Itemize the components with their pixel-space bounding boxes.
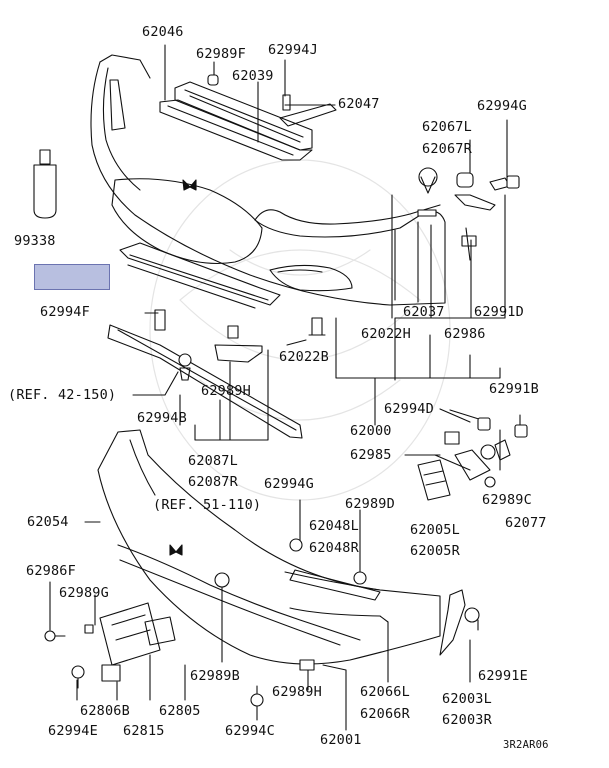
part-62005l: 62005L bbox=[410, 522, 460, 538]
part-62039: 62039 bbox=[232, 68, 274, 84]
part-62067l: 62067L bbox=[422, 119, 472, 135]
part-62022h: 62022H bbox=[361, 326, 411, 342]
part-62001: 62001 bbox=[320, 732, 362, 748]
part-62066r: 62066R bbox=[360, 706, 410, 722]
part-62815: 62815 bbox=[123, 723, 165, 739]
part-62994c: 62994C bbox=[225, 723, 275, 739]
part-62994d: 62994D bbox=[384, 401, 434, 417]
part-62022b: 62022B bbox=[279, 349, 329, 365]
hardware-bottom bbox=[44, 538, 480, 707]
leaders-bottom bbox=[49, 521, 479, 731]
part-62986f: 62986F bbox=[26, 563, 76, 579]
upper-cover-strip bbox=[279, 103, 337, 127]
diagram-code: 3R2AR06 bbox=[503, 739, 549, 751]
part-62047: 62047 bbox=[338, 96, 380, 112]
lower-side-bracket bbox=[439, 589, 466, 656]
part-62986: 62986 bbox=[444, 326, 486, 342]
part-62994b: 62994B bbox=[137, 410, 187, 426]
part-62077: 62077 bbox=[505, 515, 547, 531]
part-62991b: 62991B bbox=[489, 381, 539, 397]
part-62048l: 62048L bbox=[309, 518, 359, 534]
part-62989c: 62989C bbox=[482, 492, 532, 508]
ref-51-110: (REF. 51-110) bbox=[153, 497, 262, 513]
part-62994f: 62994F bbox=[40, 304, 90, 320]
part-62046: 62046 bbox=[142, 24, 184, 40]
part-62989b: 62989B bbox=[190, 668, 240, 684]
part-62985: 62985 bbox=[350, 447, 392, 463]
part-62087r: 62087R bbox=[188, 474, 238, 490]
highlighted-part-marker[interactable] bbox=[34, 264, 110, 290]
lower-bumper-cover bbox=[97, 429, 441, 665]
part-62066l: 62066L bbox=[360, 684, 410, 700]
part-62805: 62805 bbox=[159, 703, 201, 719]
leaders-top bbox=[164, 44, 508, 426]
part-62989g: 62989G bbox=[59, 585, 109, 601]
part-62005r: 62005R bbox=[410, 543, 460, 559]
part-62806b: 62806B bbox=[80, 703, 130, 719]
part-62087l: 62087L bbox=[188, 453, 238, 469]
bumper-beam bbox=[107, 309, 303, 439]
part-99338: 99338 bbox=[14, 233, 56, 249]
ref-42-150: (REF. 42-150) bbox=[8, 387, 117, 403]
part-62989d: 62989D bbox=[345, 496, 395, 512]
part-62991e: 62991E bbox=[478, 668, 528, 684]
part-62989f: 62989F bbox=[196, 46, 246, 62]
part-62989h-bottom: 62989H bbox=[272, 684, 322, 700]
part-62048r: 62048R bbox=[309, 540, 359, 556]
energy-absorber bbox=[119, 242, 326, 363]
upper-reinforcement bbox=[159, 99, 313, 161]
part-62989h-top: 62989H bbox=[201, 383, 251, 399]
part-62037: 62037 bbox=[403, 304, 445, 320]
part-62994e: 62994E bbox=[48, 723, 98, 739]
part-62000: 62000 bbox=[350, 423, 392, 439]
part-62994g-top: 62994G bbox=[477, 98, 527, 114]
part-62054: 62054 bbox=[27, 514, 69, 530]
part-62067r: 62067R bbox=[422, 141, 472, 157]
part-62994j: 62994J bbox=[268, 42, 318, 58]
side-bracket-hardware bbox=[417, 417, 528, 501]
license-plate-bracket bbox=[99, 602, 176, 682]
upper-bumper-cover bbox=[90, 54, 446, 306]
part-62991d: 62991D bbox=[474, 304, 524, 320]
part-62994g-mid: 62994G bbox=[264, 476, 314, 492]
part-62003l: 62003L bbox=[442, 691, 492, 707]
upper-retainer-strip bbox=[174, 81, 313, 151]
part-62003r: 62003R bbox=[442, 712, 492, 728]
hardware-top bbox=[33, 74, 520, 261]
